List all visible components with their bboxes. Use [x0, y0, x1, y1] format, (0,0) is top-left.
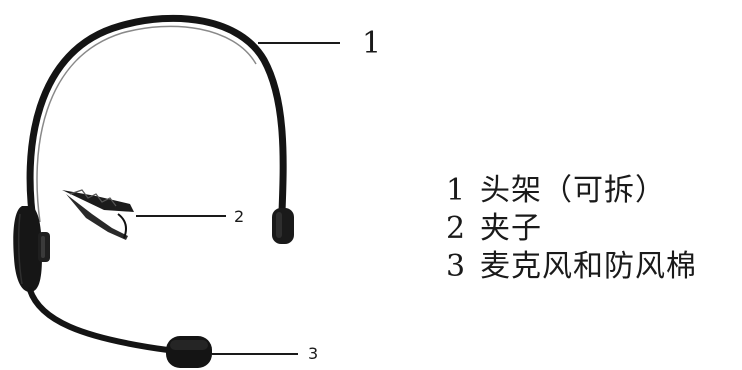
headband: [26, 14, 287, 232]
boom-arm: [27, 287, 171, 353]
legend-item-headband: 1 头架（可拆）: [446, 172, 736, 210]
legend-label: 麦克风和防风棉: [480, 249, 697, 284]
callout-number-2: 2: [234, 207, 245, 226]
legend-number: 3: [446, 249, 466, 284]
legend-label: 头架（可拆）: [480, 173, 666, 208]
legend-label: 夹子: [480, 211, 542, 246]
callout-number-3: 3: [308, 344, 319, 363]
windscreen: [166, 336, 212, 368]
legend-number: 2: [446, 211, 466, 246]
legend-item-microphone: 3 麦克风和防风棉: [446, 248, 736, 286]
legend-item-clip: 2 夹子: [446, 210, 736, 248]
parts-legend: 1 头架（可拆） 2 夹子 3 麦克风和防风棉: [446, 172, 736, 286]
legend-number: 1: [446, 173, 466, 208]
callout-number-1: 1: [362, 26, 382, 61]
mic-body: [13, 206, 50, 292]
ear-pad: [272, 208, 294, 244]
clip: [62, 189, 134, 240]
